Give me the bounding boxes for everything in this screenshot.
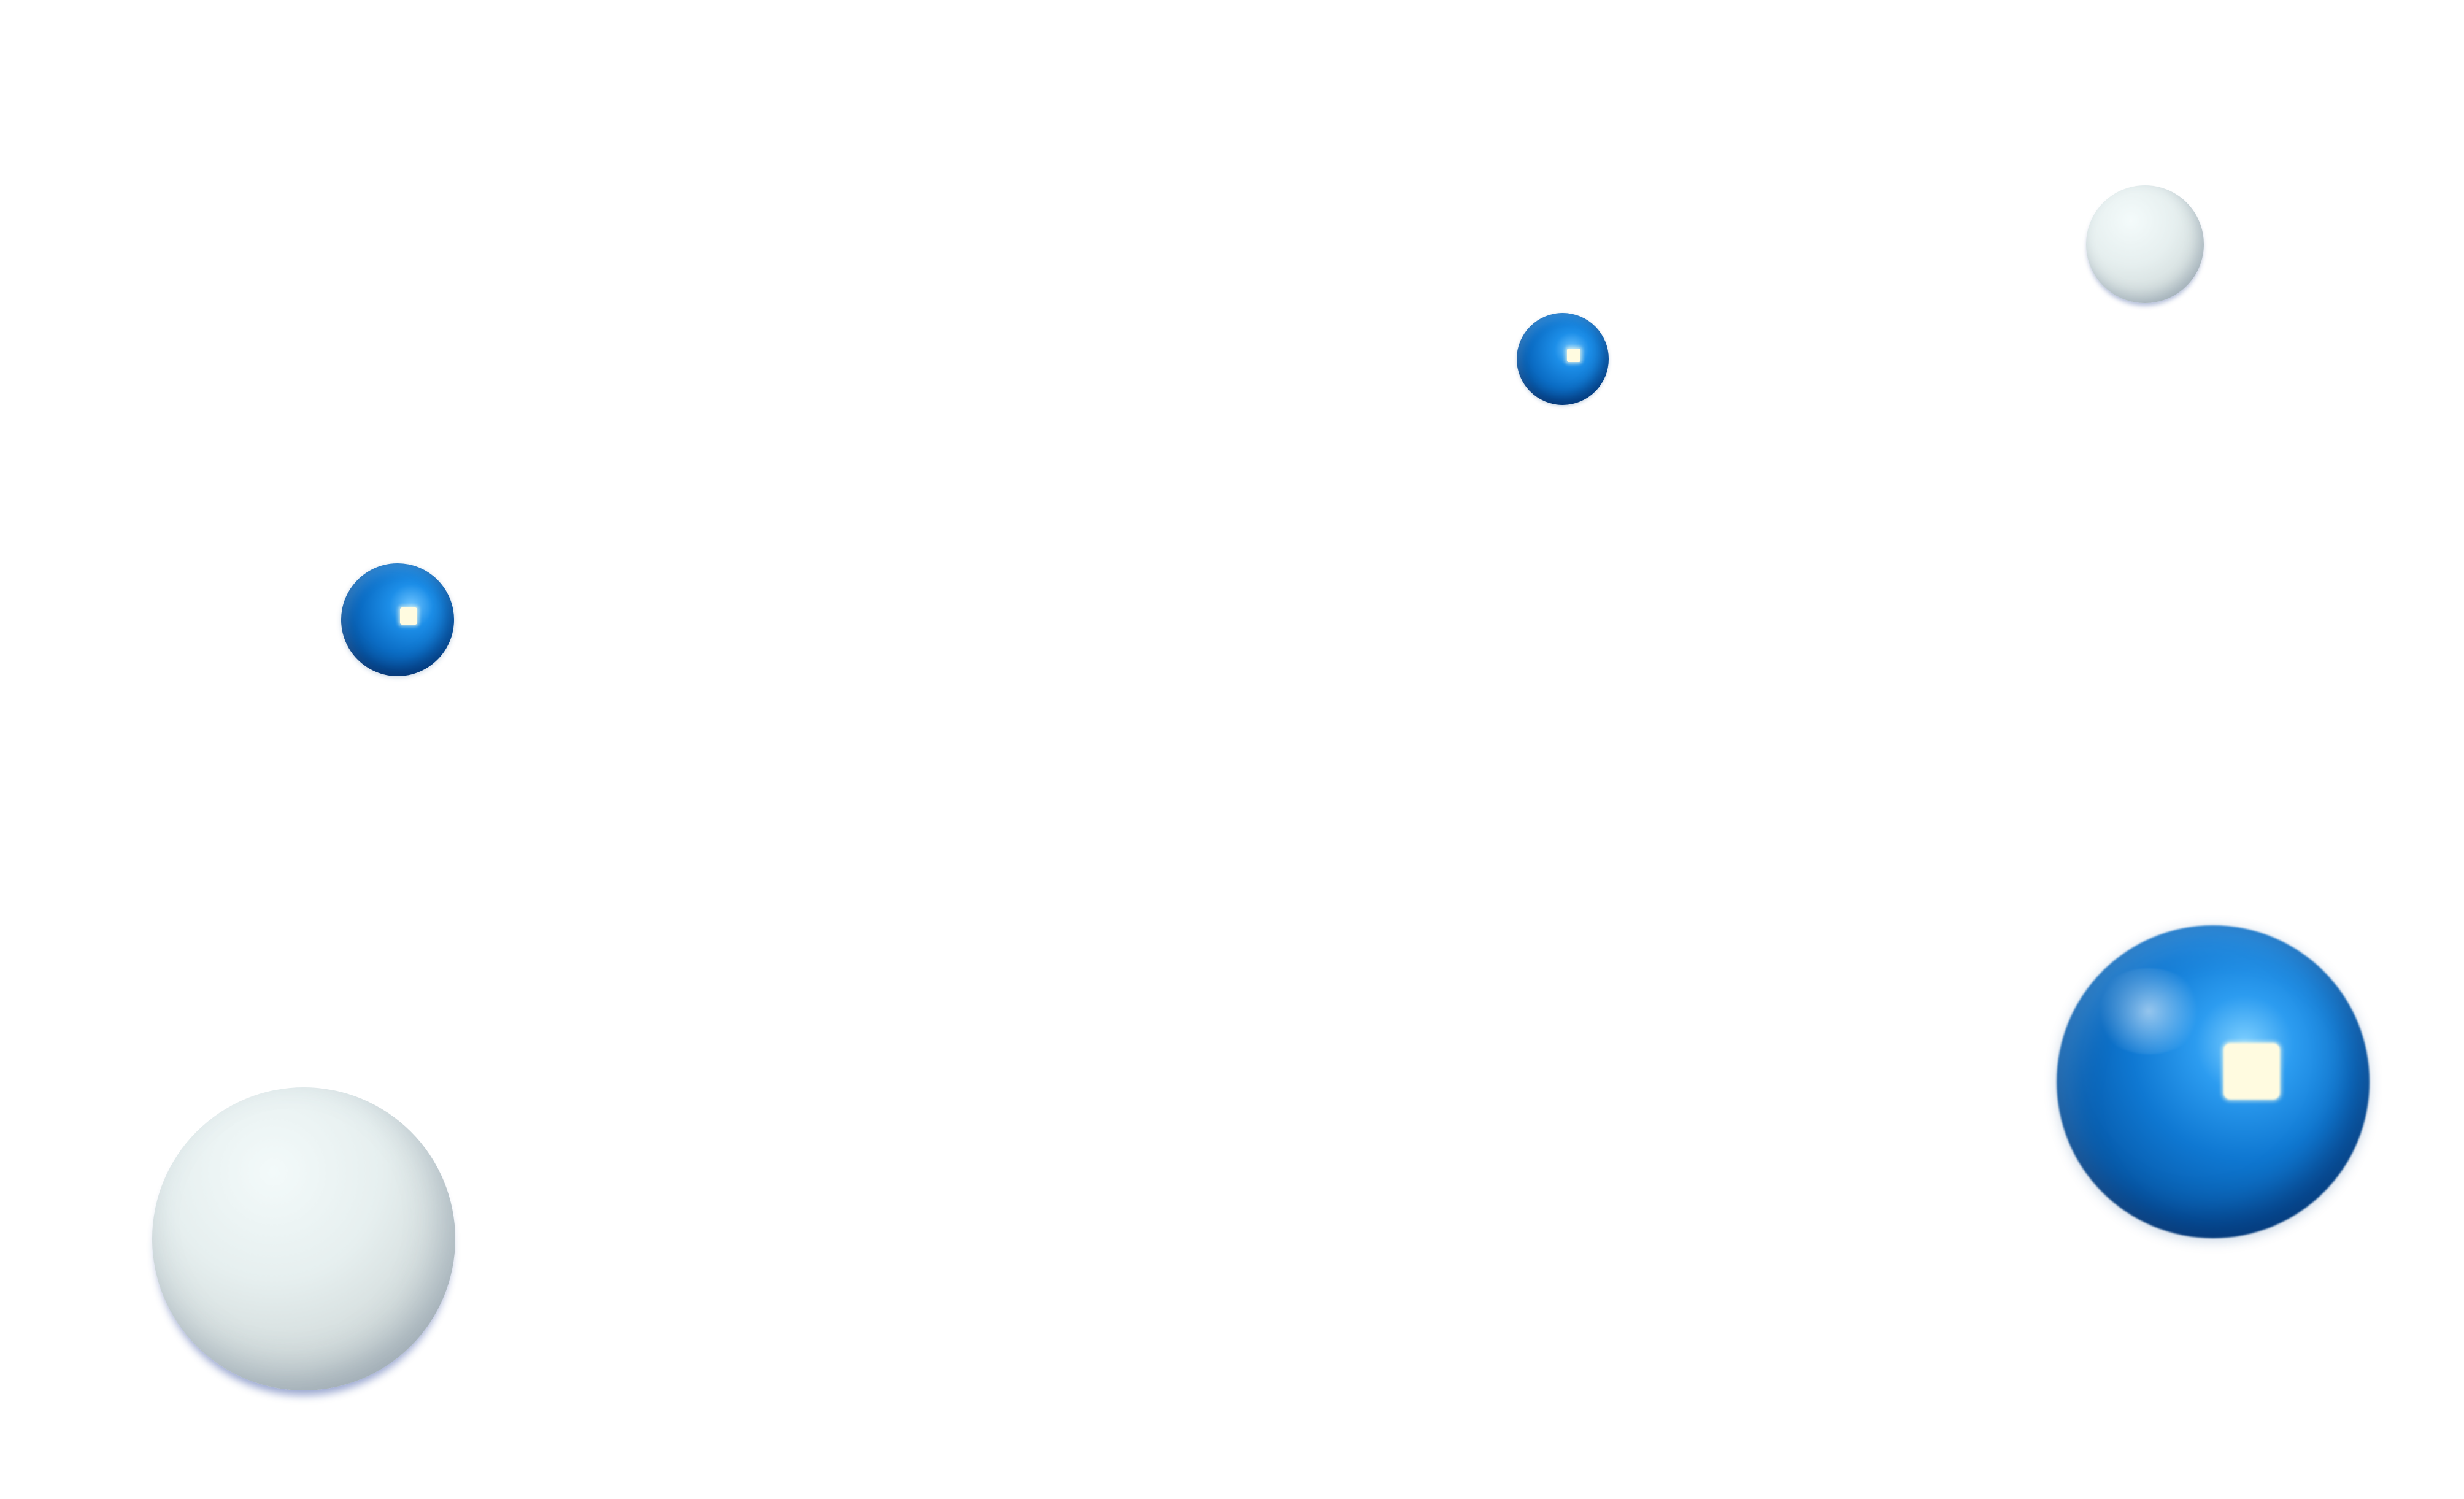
white-sphere-large-bottom-left (152, 1087, 455, 1390)
specular-highlight (1567, 349, 1580, 362)
white-sphere-small-top-right (2086, 185, 2204, 303)
blue-sphere-small-center (1517, 313, 1609, 405)
specular-highlight (2223, 1043, 2280, 1100)
soft-reflection (2093, 968, 2204, 1054)
specular-highlight (400, 607, 417, 625)
blue-sphere-large-right (2057, 925, 2370, 1238)
blue-sphere-small-left (341, 563, 454, 676)
